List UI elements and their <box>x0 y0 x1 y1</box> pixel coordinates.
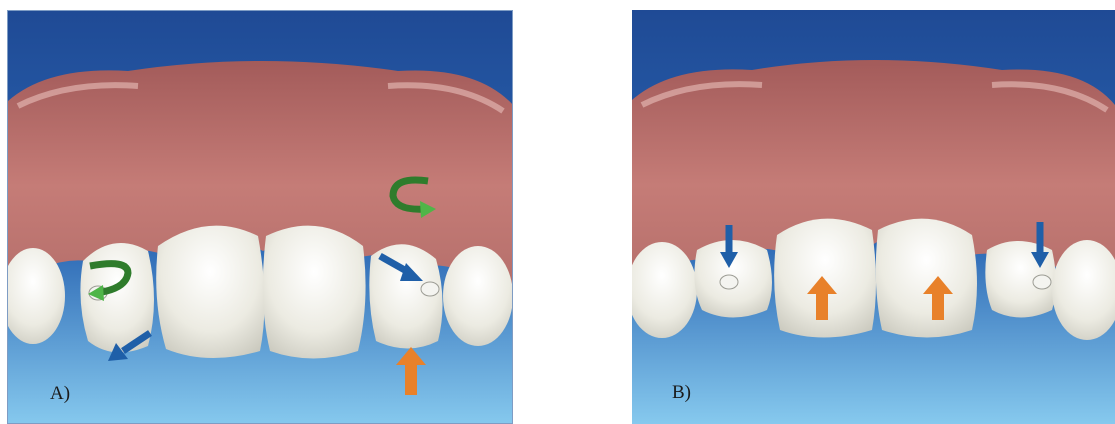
dental-illustration-b <box>632 10 1115 424</box>
panel-label-a: A) <box>50 383 70 405</box>
panel-b: B) <box>632 10 1115 424</box>
panel-a: A) <box>7 10 513 424</box>
dental-illustration-a <box>8 11 513 424</box>
panel-label-b: B) <box>672 382 691 404</box>
